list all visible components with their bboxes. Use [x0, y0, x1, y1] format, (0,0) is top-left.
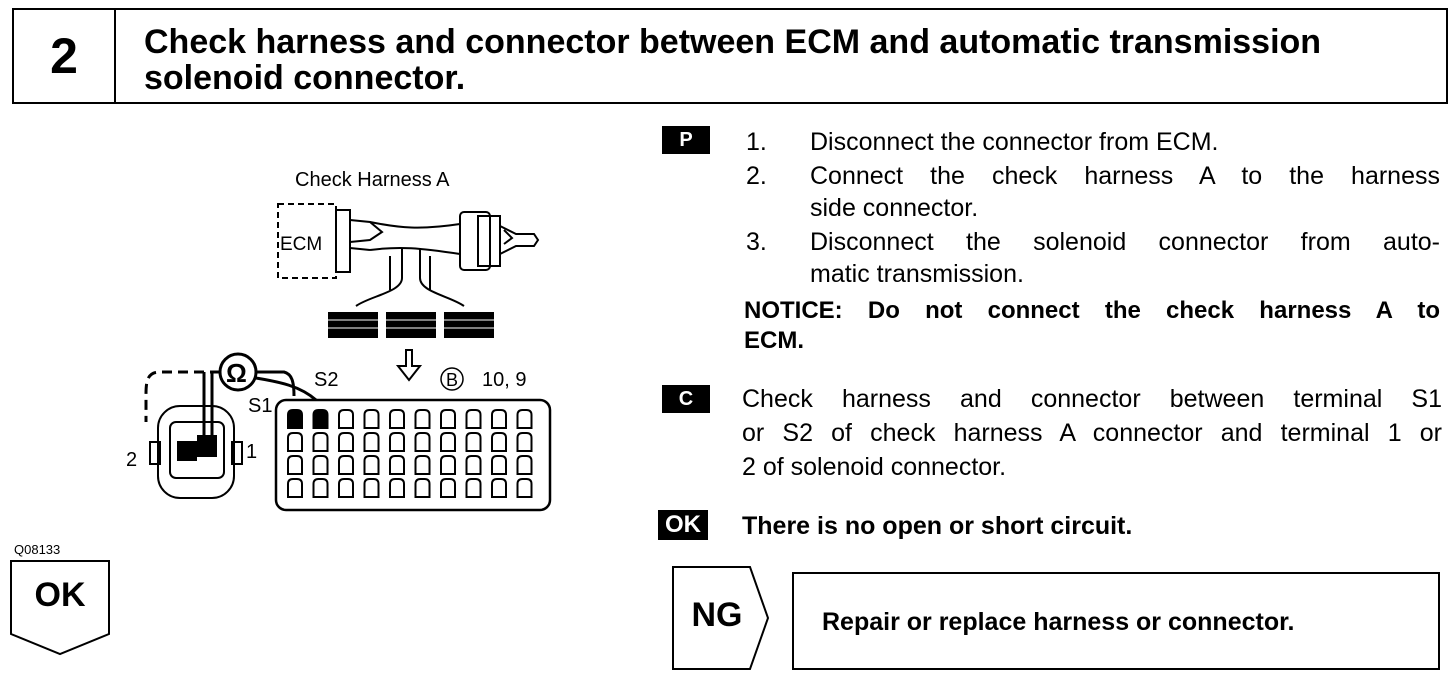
ohm-symbol: Ω [226, 358, 247, 388]
connector-pin [389, 455, 405, 475]
ok-arrow-box: OK [10, 560, 110, 656]
harness-connector-b [274, 398, 552, 512]
connector-pin [312, 432, 329, 452]
step-2-text-line2: side connector. [810, 194, 979, 222]
notice-line2: ECM. [744, 327, 804, 354]
terminal-1-label: 1 [246, 441, 257, 463]
connector-pin [287, 455, 303, 475]
step-title: Check harness and connector between ECM … [144, 24, 1424, 96]
s1-label: S1 [248, 395, 272, 417]
connector-pin [516, 455, 533, 475]
ng-arrow-box: NG [672, 566, 772, 670]
connector-pin [312, 478, 329, 498]
connector-pin [465, 478, 482, 498]
connector-b-label: B [446, 370, 458, 390]
connector-pin [338, 455, 354, 475]
connector-pin [465, 455, 482, 475]
connector-pin [312, 455, 329, 475]
connector-pin [516, 409, 533, 429]
step-title-line1: Check harness and connector between ECM … [144, 23, 1322, 61]
ok-badge: OK [658, 510, 708, 540]
connector-pin [287, 409, 303, 429]
connector-pin [389, 432, 405, 452]
step-3-text-line1: Disconnect the solenoid connector from a… [810, 228, 1440, 256]
step-2-text-line1: Connect the check harness A to the harne… [810, 162, 1440, 190]
step-2-number: 2. [746, 162, 767, 190]
notice-line1: NOTICE: Do not connect the check harness… [744, 297, 1440, 324]
connector-pin [491, 409, 507, 429]
connector-pin [491, 432, 507, 452]
connector-pin [414, 455, 431, 475]
connector-pin [389, 409, 405, 429]
connector-pin [440, 432, 456, 452]
check-line2: or S2 of check harness A connector and t… [742, 419, 1442, 447]
connector-pin [465, 432, 482, 452]
check-instructions: Check harness and connector between term… [742, 382, 1442, 484]
connector-pin-grid [287, 409, 533, 498]
connector-pin [414, 409, 431, 429]
connector-pin [440, 455, 456, 475]
connector-pin [287, 432, 303, 452]
s2-label: S2 [314, 369, 338, 391]
connector-pins-label: 10, 9 [482, 369, 526, 391]
connector-pin [491, 478, 507, 498]
notice: NOTICE: Do not connect the check harness… [744, 296, 1440, 356]
step-1-number: 1. [746, 128, 767, 156]
ecm-label: ECM [280, 234, 322, 255]
check-harness-a [335, 209, 540, 307]
connector-pin [465, 409, 482, 429]
wiring-diagram: Check Harness A ECM Ω [126, 169, 552, 512]
step-3-text-line2: matic transmission. [810, 260, 1024, 288]
repair-action-text: Repair or replace harness or connector. [822, 608, 1295, 636]
harness-label: Check Harness A [295, 169, 450, 191]
step-title-line2: solenoid connector. [144, 59, 466, 97]
ok-arrow-shape [10, 560, 110, 656]
step-3-number: 3. [746, 228, 767, 256]
connector-pin [338, 432, 354, 452]
connector-pin [338, 478, 354, 498]
connector-pin [491, 455, 507, 475]
connector-pin [363, 455, 380, 475]
ok-result-text: There is no open or short circuit. [742, 512, 1133, 540]
check-line1: Check harness and connector between term… [742, 385, 1442, 413]
connector-pin [389, 478, 405, 498]
step-1-text: Disconnect the connector from ECM. [810, 128, 1219, 156]
repair-action-box: Repair or replace harness or connector. [792, 572, 1440, 670]
harness-connectors [328, 312, 494, 338]
figure-code: Q08133 [14, 542, 61, 557]
connector-pin [516, 432, 533, 452]
step-header: 2 Check harness and connector between EC… [12, 8, 1448, 104]
connector-pin [440, 478, 456, 498]
connector-pin [287, 478, 303, 498]
connector-pin [363, 409, 380, 429]
connector-pin [312, 409, 329, 429]
connector-b-marker [440, 367, 464, 391]
step-number: 2 [14, 10, 116, 102]
ng-label: NG [691, 596, 743, 634]
connector-pin [440, 409, 456, 429]
check-line3: 2 of solenoid connector. [742, 453, 1007, 481]
down-arrow-icon [395, 349, 423, 382]
ok-label: OK [34, 576, 86, 614]
terminal-2-label: 2 [126, 449, 137, 471]
connector-pin [363, 478, 380, 498]
connector-pin [338, 409, 354, 429]
connector-pin [414, 478, 431, 498]
connector-pin [414, 432, 431, 452]
procedure-badge: P [662, 126, 710, 154]
connector-pin [516, 478, 533, 498]
ng-arrow-shape [672, 566, 770, 670]
solenoid-connector [149, 405, 243, 499]
connector-pin [363, 432, 380, 452]
check-badge: C [662, 385, 710, 413]
